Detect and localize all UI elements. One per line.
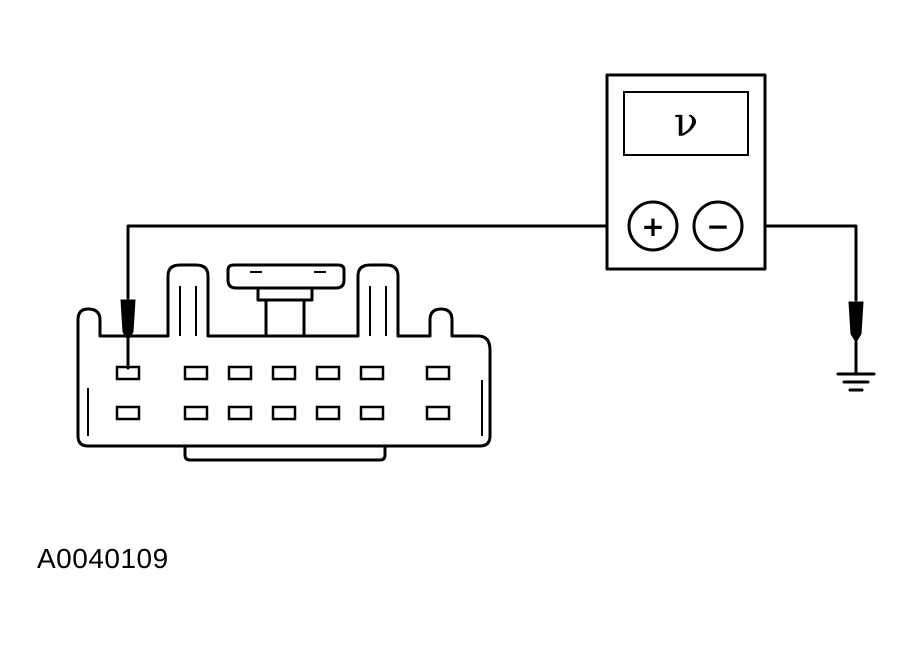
negative-terminal — [692, 200, 744, 252]
negative-lead-wire — [740, 224, 858, 302]
positive-probe-tip — [120, 299, 136, 341]
connector-pin — [425, 405, 451, 421]
positive-lead-wire — [126, 224, 630, 300]
voltmeter-display-letter: ν — [674, 100, 698, 146]
voltmeter: ν + − — [605, 73, 767, 271]
connector-pin — [359, 365, 385, 381]
connector-left-post — [179, 286, 197, 336]
voltmeter-display — [623, 91, 749, 156]
connector-pin — [271, 405, 297, 421]
electrical-connector — [76, 263, 492, 462]
connector-pin — [183, 365, 209, 381]
connector-pin — [271, 365, 297, 381]
negative-terminal-label: − — [706, 210, 729, 243]
positive-terminal — [627, 200, 679, 252]
connector-pin — [227, 365, 253, 381]
ground-icon — [836, 372, 876, 392]
connector-pin — [315, 405, 341, 421]
positive-terminal-label: + — [641, 210, 664, 243]
connector-right-post — [369, 286, 387, 336]
negative-probe — [836, 301, 876, 392]
connector-latch — [226, 263, 346, 290]
connector-latch-stem — [264, 298, 306, 338]
connector-pin — [183, 405, 209, 421]
negative-probe-tip — [848, 301, 864, 343]
connector-pin — [359, 405, 385, 421]
connector-pin — [315, 365, 341, 381]
connector-pin — [227, 405, 253, 421]
positive-probe — [120, 299, 136, 370]
figure-code: A0040109 — [37, 543, 169, 574]
connector-pin — [425, 365, 451, 381]
connector-pin — [115, 405, 141, 421]
connector-latch-head — [256, 286, 314, 302]
